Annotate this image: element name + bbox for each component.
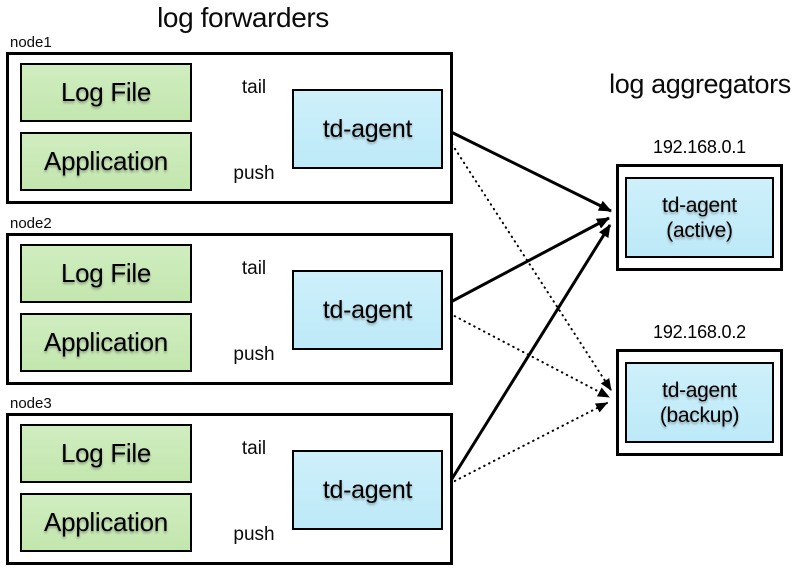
node2-tail-label: tail xyxy=(241,258,267,279)
forwarder-node2-box: node2 Log File Application td-agent tail… xyxy=(6,215,453,385)
node3-label: node3 xyxy=(10,395,52,412)
node1-tail-label: tail xyxy=(241,77,267,98)
aggregator-active-agent-label: td-agent xyxy=(662,193,737,217)
node3-log-file-box: Log File xyxy=(20,424,192,483)
node3-td-agent-box: td-agent xyxy=(292,450,443,530)
arrow-node1-to-active xyxy=(444,127,612,213)
aggregator-backup-role-label: (backup) xyxy=(659,403,740,427)
node2-td-agent-box: td-agent xyxy=(292,270,443,350)
node1-td-agent-box: td-agent xyxy=(292,89,443,169)
aggregator-backup-agent-label: td-agent xyxy=(662,378,737,402)
aggregator-active-role-label: (active) xyxy=(666,218,733,242)
arrow-node1-to-backup xyxy=(445,134,612,391)
aggregator-backup-outer-box: td-agent (backup) xyxy=(616,349,783,456)
aggregator-active-ip: 192.168.0.1 xyxy=(653,137,746,157)
arrow-node2-to-backup xyxy=(444,310,610,398)
node3-push-label: push xyxy=(233,524,275,545)
aggregator-backup-ip: 192.168.0.2 xyxy=(653,322,746,342)
aggregator-active-outer-box: td-agent (active) xyxy=(616,164,783,271)
node2-log-file-box: Log File xyxy=(20,244,192,303)
node3-tail-label: tail xyxy=(241,438,267,459)
forwarder-node3-box: node3 Log File Application td-agent tail… xyxy=(6,395,453,565)
node1-push-label: push xyxy=(233,163,275,184)
aggregator-active-td-agent-box: td-agent (active) xyxy=(625,177,774,258)
node2-application-box: Application xyxy=(20,313,192,372)
node1-log-file-box: Log File xyxy=(20,63,192,122)
aggregator-backup-td-agent-box: td-agent (backup) xyxy=(625,362,774,443)
node1-label: node1 xyxy=(10,34,52,51)
arrow-node3-to-backup xyxy=(444,402,608,487)
node3-application-box: Application xyxy=(20,493,192,552)
node2-label: node2 xyxy=(10,215,52,232)
arrow-node3-to-active xyxy=(443,224,612,491)
arrow-node2-to-active xyxy=(444,216,610,307)
aggregators-title: log aggregators xyxy=(609,69,791,99)
forwarders-title: log forwarders xyxy=(157,2,329,33)
node1-application-box: Application xyxy=(20,132,192,191)
node2-push-label: push xyxy=(233,344,275,365)
forwarder-node1-box: node1 Log File Application td-agent tail… xyxy=(6,34,453,204)
